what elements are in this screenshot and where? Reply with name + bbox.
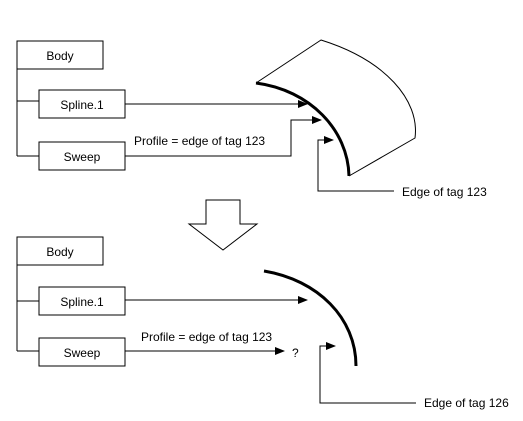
bottom-body-node [16,236,104,266]
bottom-edge-callout-arrow [319,342,416,404]
top-panel: Body Spline.1 Sweep Profile = edge of ta… [16,39,487,199]
bottom-edge-curve [263,269,358,367]
top-body-node [16,40,104,70]
top-spline-node [38,89,126,119]
top-body-label: Body [46,49,73,63]
top-profile-arrow [125,116,322,157]
bottom-profile-label: Profile = edge of tag 123 [141,330,272,344]
bottom-sweep-node [38,337,126,367]
bottom-spline-label: Spline.1 [60,295,104,309]
bottom-spline-node [38,286,126,316]
bottom-body-label: Body [46,245,73,259]
bottom-unknown-marker: ? [292,346,299,360]
bottom-edge-label: Edge of tag 126 [424,396,509,410]
top-edge-label: Edge of tag 123 [402,185,487,199]
top-tree-connector [16,56,39,157]
top-sweep-node [38,141,126,171]
top-profile-edge [255,81,351,177]
top-profile-label: Profile = edge of tag 123 [134,134,265,148]
bottom-sweep-label: Sweep [64,346,101,360]
top-spline-label: Spline.1 [60,98,104,112]
top-edge-callout-arrow [317,136,394,192]
transition-down-arrow [187,199,259,251]
top-sweep-label: Sweep [64,150,101,164]
bottom-panel: Body Spline.1 Sweep Profile = edge of ta… [16,236,509,410]
top-swept-surface [255,39,416,177]
bottom-tree-connector [16,251,39,352]
